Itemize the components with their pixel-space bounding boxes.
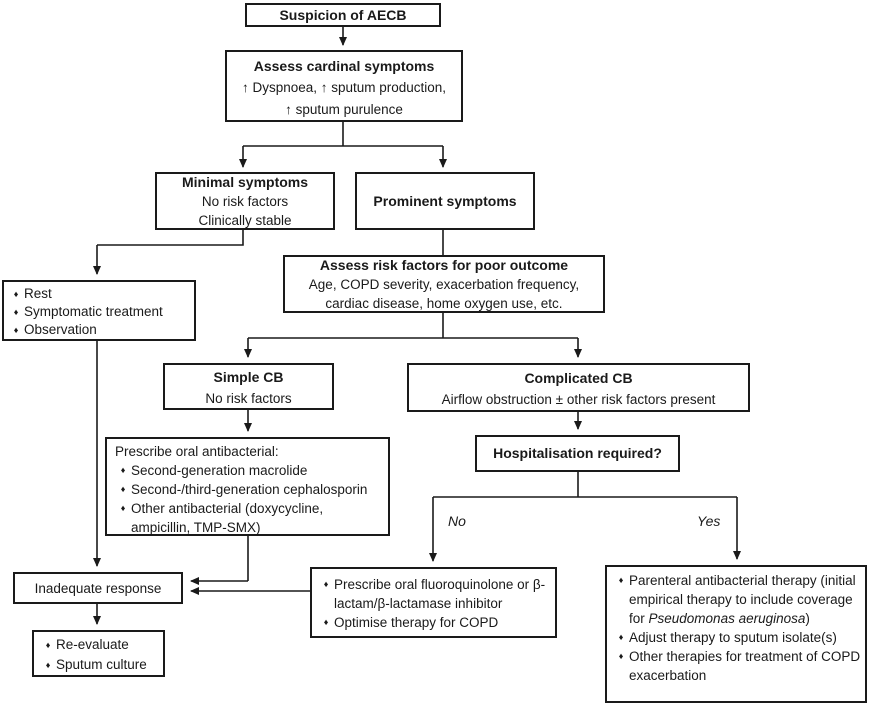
list-item: ♦ Other antibacterial (doxycycline, ampi… xyxy=(115,499,382,537)
list-item-text: Observation xyxy=(24,322,97,337)
list-item-text: Parenteral antibacterial therapy (initia… xyxy=(629,571,863,628)
text-part: Parenteral antibacterial therapy (initia… xyxy=(629,573,856,626)
node-title: Minimal symptoms xyxy=(181,173,309,190)
diamond-bullet-icon: ♦ xyxy=(618,651,624,661)
list-item: ♦ Parenteral antibacterial therapy (init… xyxy=(613,571,863,628)
branch-label-no: No xyxy=(448,513,466,529)
diamond-bullet-icon: ♦ xyxy=(120,465,126,475)
node-title: Assess risk factors for poor outcome xyxy=(319,256,569,273)
node-assess-risk-factors: Assess risk factors for poor outcome Age… xyxy=(283,255,605,313)
list-item-text: Optimise therapy for COPD xyxy=(334,615,499,630)
node-title: Simple CB xyxy=(213,368,284,385)
list-item-text: Second-generation macrolide xyxy=(131,463,308,478)
node-prominent-symptoms: Prominent symptoms xyxy=(355,172,535,230)
species-name-italic: Pseudomonas aeruginosa xyxy=(648,611,806,626)
node-title: Complicated CB xyxy=(524,370,633,386)
node-oral-fluoroquinolone: ♦ Prescribe oral fluoroquinolone or β-la… xyxy=(310,567,557,638)
list-item-text: Other therapies for treatment of COPD ex… xyxy=(629,649,861,683)
node-title: Inadequate response xyxy=(34,580,162,596)
list-item: ♦ Prescribe oral fluoroquinolone or β-la… xyxy=(318,575,553,613)
node-line: Age, COPD severity, exacerbation frequen… xyxy=(308,276,580,292)
diamond-bullet-icon: ♦ xyxy=(618,632,624,642)
node-line: Airflow obstruction ± other risk factors… xyxy=(441,392,716,407)
diamond-bullet-icon: ♦ xyxy=(323,579,329,589)
list-item-text: Prescribe oral fluoroquinolone or β-lact… xyxy=(334,577,546,611)
node-minimal-symptoms: Minimal symptoms No risk factors Clinica… xyxy=(155,172,335,230)
list-item: ♦ Optimise therapy for COPD xyxy=(318,613,553,632)
list-item: ♦ Observation xyxy=(8,321,190,339)
diamond-bullet-icon: ♦ xyxy=(13,289,19,299)
node-suspicion-of-aecb: Suspicion of AECB xyxy=(245,3,441,27)
diamond-bullet-icon: ♦ xyxy=(45,660,51,670)
list-item: ♦ Adjust therapy to sputum isolate(s) xyxy=(613,628,863,647)
diamond-bullet-icon: ♦ xyxy=(13,307,19,317)
node-rest-treatment: ♦ Rest ♦ Symptomatic treatment ♦ Observa… xyxy=(2,280,196,341)
node-line: Clinically stable xyxy=(198,212,292,228)
list-item: ♦ Rest xyxy=(8,285,190,303)
node-parenteral-therapy: ♦ Parenteral antibacterial therapy (init… xyxy=(605,565,867,703)
list-item-text: Re-evaluate xyxy=(56,637,129,652)
diamond-bullet-icon: ♦ xyxy=(120,503,126,513)
node-prescribe-oral-antibacterial: Prescribe oral antibacterial: ♦ Second-g… xyxy=(105,437,390,536)
list-item-text: Rest xyxy=(24,286,52,301)
diamond-bullet-icon: ♦ xyxy=(618,575,624,585)
list-item: ♦ Second-generation macrolide xyxy=(115,461,382,480)
list-item-text: Second-/third-generation cephalosporin xyxy=(131,482,368,497)
list-item: ♦ Symptomatic treatment xyxy=(8,303,190,321)
diamond-bullet-icon: ♦ xyxy=(120,484,126,494)
diamond-bullet-icon: ♦ xyxy=(323,617,329,627)
node-line: No risk factors xyxy=(201,193,289,209)
node-hospitalisation-required: Hospitalisation required? xyxy=(475,435,680,472)
list-item: ♦ Second-/third-generation cephalosporin xyxy=(115,480,382,499)
list-item-text: Adjust therapy to sputum isolate(s) xyxy=(629,630,837,645)
node-line: ↑ Dyspnoea, ↑ sputum production, xyxy=(241,80,447,95)
node-title: Assess cardinal symptoms xyxy=(253,58,435,74)
node-title: Hospitalisation required? xyxy=(493,445,662,461)
text-part: ) xyxy=(805,611,810,626)
node-simple-cb: Simple CB No risk factors xyxy=(163,363,334,410)
node-intro: Prescribe oral antibacterial: xyxy=(115,444,279,459)
list-item-text: Symptomatic treatment xyxy=(24,304,163,319)
node-complicated-cb: Complicated CB Airflow obstruction ± oth… xyxy=(407,363,750,412)
node-title: Suspicion of AECB xyxy=(279,7,407,23)
list-item-text: Other antibacterial (doxycycline, ampici… xyxy=(131,501,324,535)
node-line: No risk factors xyxy=(205,390,292,406)
diamond-bullet-icon: ♦ xyxy=(13,325,19,335)
branch-label-yes: Yes xyxy=(697,513,721,529)
node-reevaluate: ♦ Re-evaluate ♦ Sputum culture xyxy=(32,630,165,677)
node-inadequate-response: Inadequate response xyxy=(13,572,183,604)
node-title: Prominent symptoms xyxy=(373,192,517,209)
node-line: ↑ sputum purulence xyxy=(285,102,403,117)
list-item-text: Sputum culture xyxy=(56,657,147,672)
list-item: ♦ Sputum culture xyxy=(40,655,161,675)
diamond-bullet-icon: ♦ xyxy=(45,640,51,650)
node-assess-cardinal-symptoms: Assess cardinal symptoms ↑ Dyspnoea, ↑ s… xyxy=(225,50,463,122)
node-line: cardiac disease, home oxygen use, etc. xyxy=(325,295,563,311)
list-item: ♦ Other therapies for treatment of COPD … xyxy=(613,647,863,685)
list-item: ♦ Re-evaluate xyxy=(40,635,161,655)
